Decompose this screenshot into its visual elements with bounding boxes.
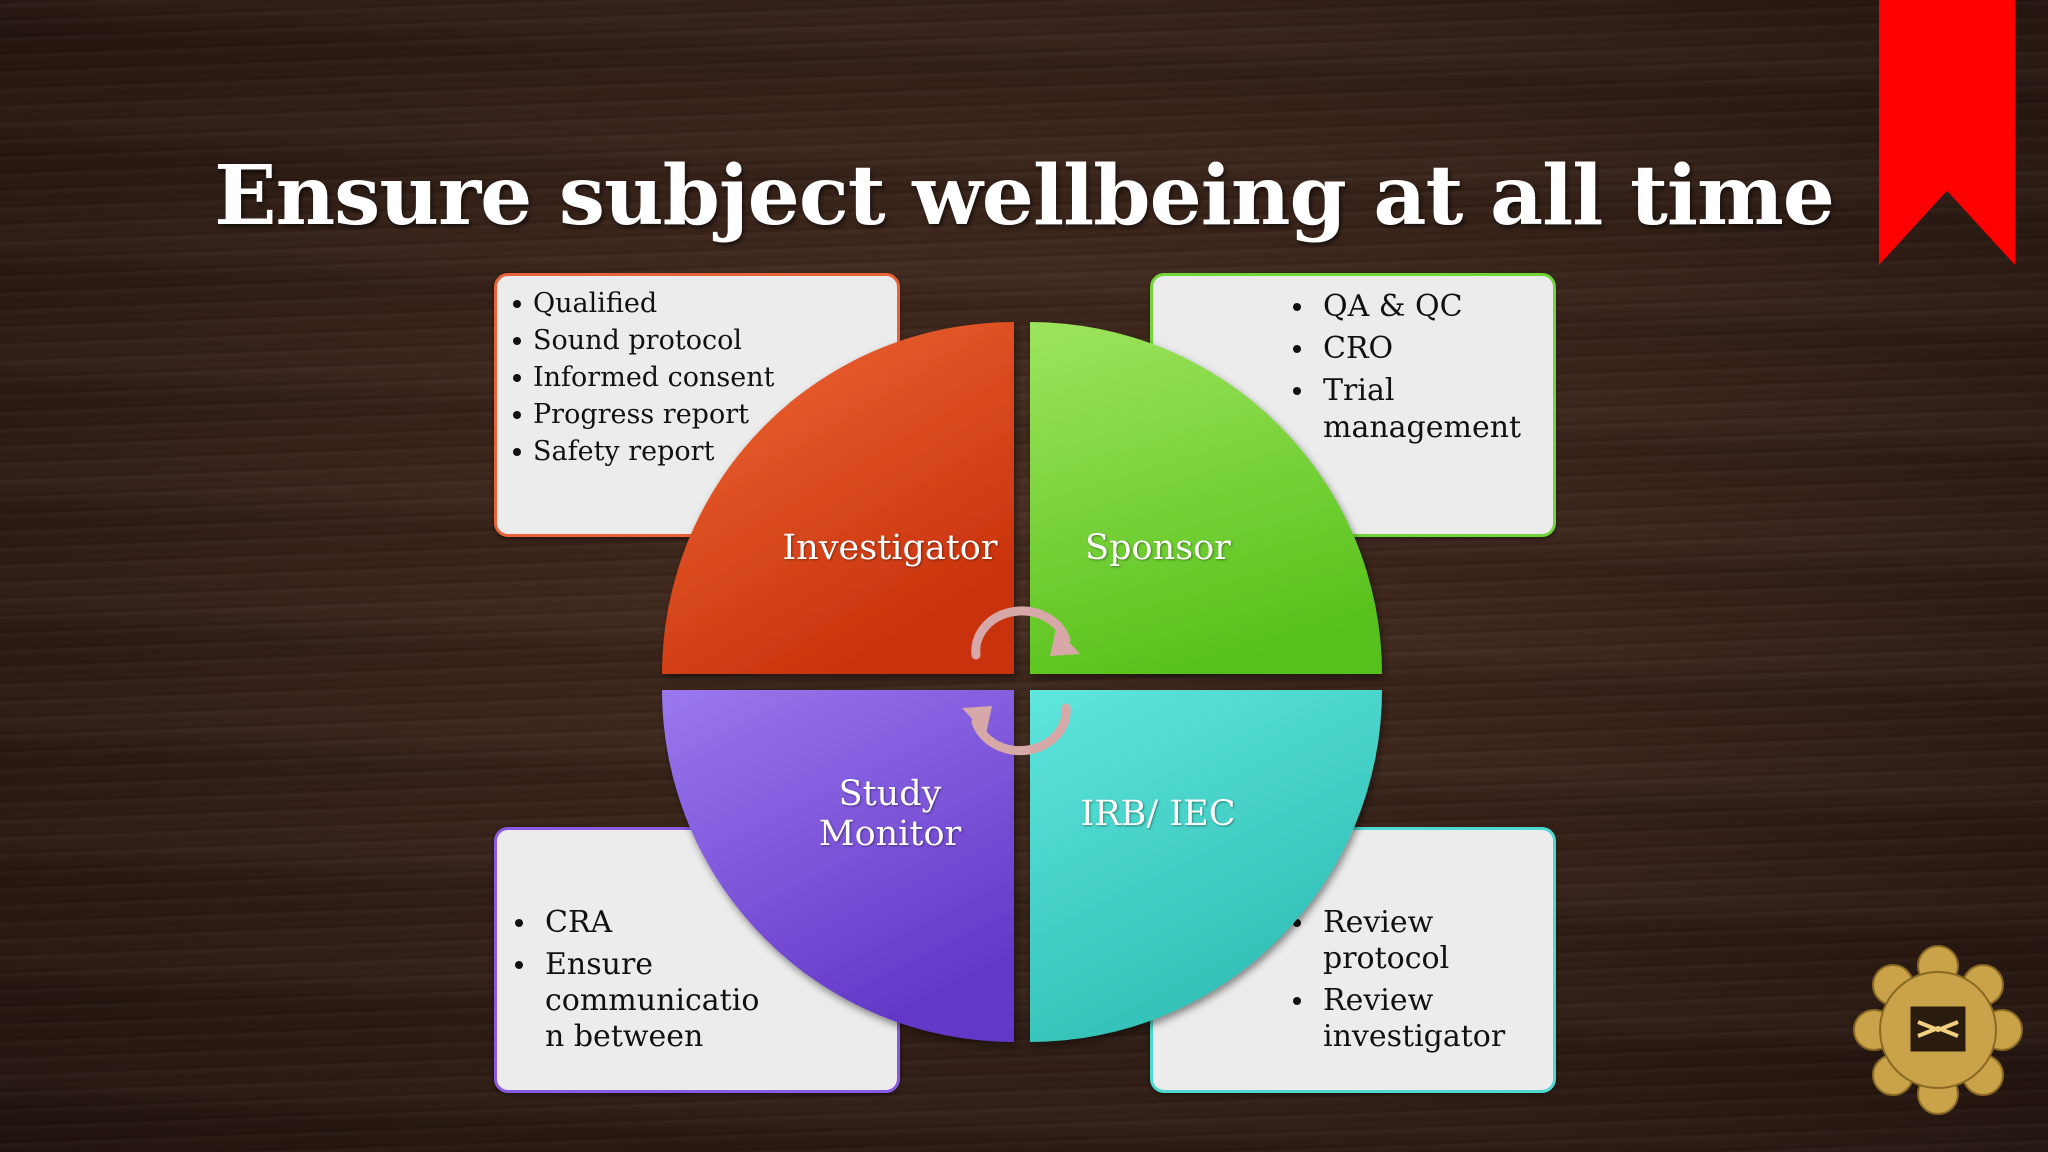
- arrowheads: [962, 628, 1080, 734]
- irb-iec-list: Review protocol Review investigator: [1289, 905, 1533, 1061]
- list-item: Progress report: [511, 396, 775, 433]
- list-item: QA & QC: [1289, 288, 1538, 325]
- list-item: Trial management: [1289, 372, 1538, 446]
- investigator-list: Qualified Sound protocol Informed consen…: [511, 285, 775, 470]
- study-monitor-quadrant: [662, 690, 1014, 1042]
- list-item: CRA: [511, 905, 760, 941]
- study-monitor-label-line2: Monitor: [818, 814, 962, 854]
- list-item: Ensure communicatio n between: [511, 947, 760, 1055]
- sponsor-quadrant: [1030, 322, 1382, 674]
- list-item: Qualified: [511, 285, 775, 322]
- sponsor-label: Sponsor: [1085, 528, 1231, 568]
- irb-iec-label: IRB/ IEC: [1080, 794, 1236, 834]
- list-item: Sound protocol: [511, 322, 775, 359]
- list-item: Informed consent: [511, 359, 775, 396]
- circular-arrows-icon: [971, 606, 1071, 756]
- irb-iec-quadrant: [1030, 690, 1382, 1042]
- investigator-quadrant: [662, 322, 1014, 674]
- study-monitor-label-line1: Study: [838, 774, 942, 814]
- list-item: CRO: [1289, 330, 1538, 367]
- university-emblem-logo: [1853, 945, 2023, 1115]
- list-item: Review investigator: [1289, 983, 1533, 1055]
- slide-title: Ensure subject wellbeing at all time: [214, 148, 1835, 244]
- study-monitor-label: Study Monitor: [760, 774, 1020, 854]
- list-item: Review protocol: [1289, 905, 1488, 977]
- study-monitor-list: CRA Ensure communicatio n between: [511, 905, 760, 1061]
- investigator-label: Investigator: [782, 528, 998, 568]
- list-item: Safety report: [511, 433, 775, 470]
- sponsor-list: QA & QC CRO Trial management: [1289, 288, 1538, 451]
